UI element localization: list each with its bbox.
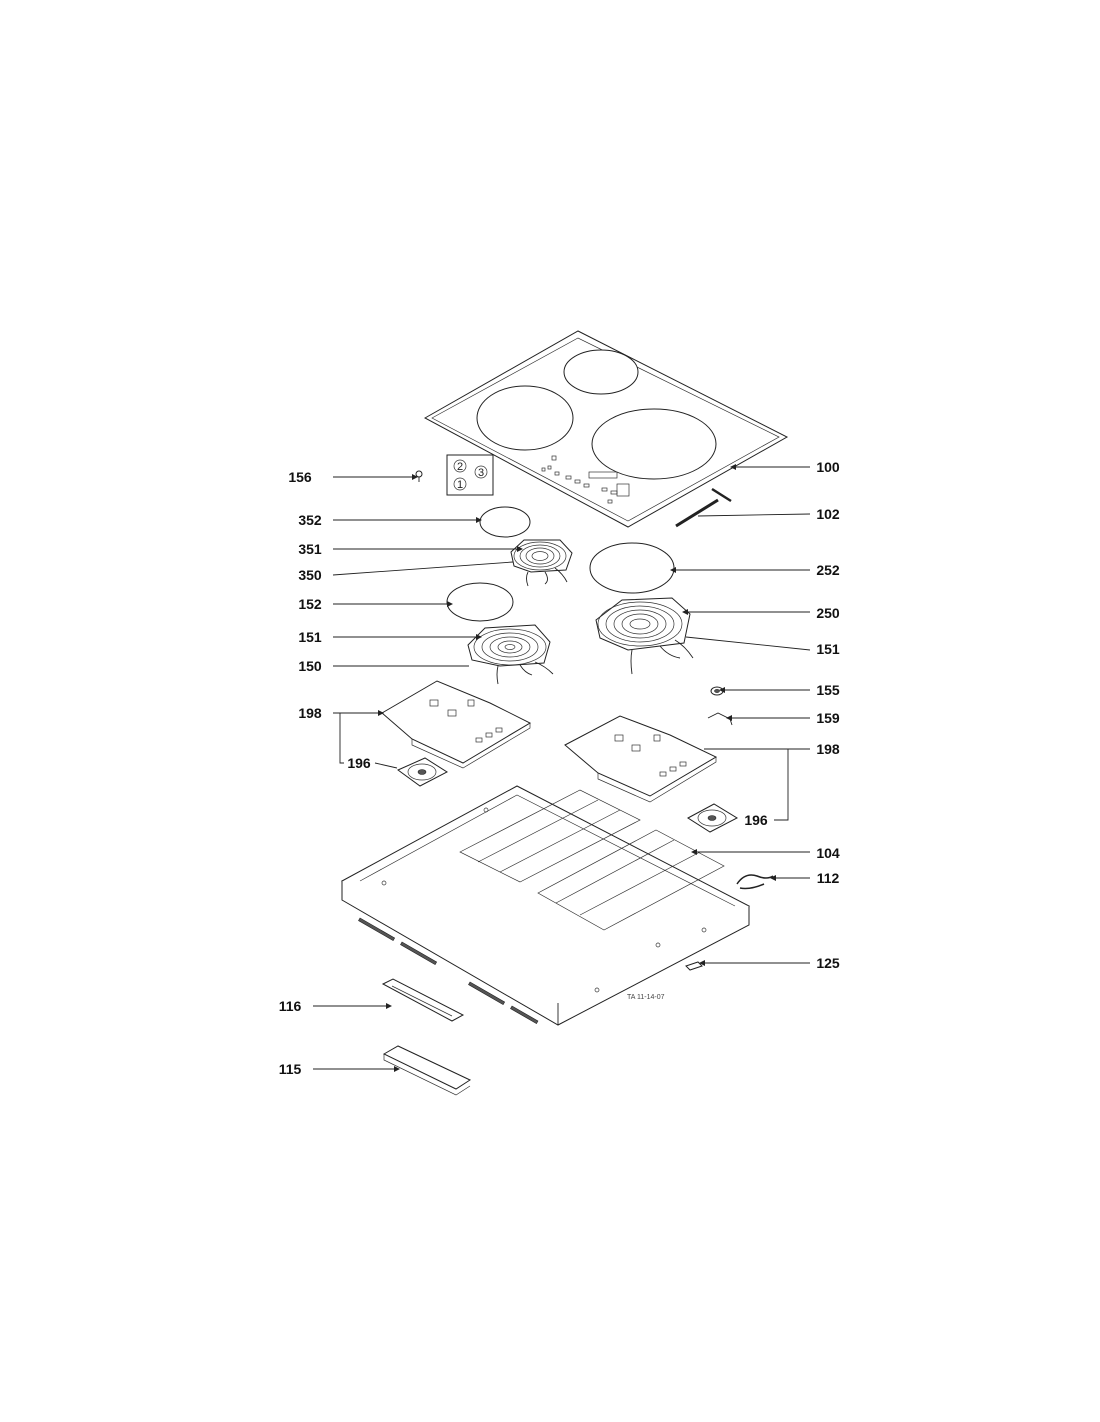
screw-part bbox=[415, 470, 423, 482]
callout-198-right: 198 bbox=[816, 741, 840, 757]
gasket-ring-252 bbox=[589, 542, 675, 594]
callout-102: 102 bbox=[816, 506, 840, 522]
gasket-ring-152 bbox=[446, 582, 514, 622]
callout-125: 125 bbox=[816, 955, 840, 971]
callout-196-right: 196 bbox=[744, 812, 768, 828]
induction-coil-250 bbox=[595, 597, 694, 675]
callout-196-left: 196 bbox=[347, 755, 371, 771]
callout-352: 352 bbox=[298, 512, 322, 528]
callout-198-left: 198 bbox=[298, 705, 322, 721]
callout-104: 104 bbox=[816, 845, 840, 861]
drawing-code: TA 11-14-07 bbox=[627, 994, 665, 1001]
grommet-part bbox=[710, 686, 724, 696]
gasket-ring-352 bbox=[479, 506, 531, 538]
arrowheads bbox=[378, 464, 776, 1072]
callout-155: 155 bbox=[816, 682, 840, 698]
mounting-clip-part bbox=[685, 961, 703, 971]
callout-116: 116 bbox=[279, 998, 302, 1014]
callout-151-left: 151 bbox=[298, 629, 322, 645]
callout-150: 150 bbox=[298, 658, 322, 674]
callout-252: 252 bbox=[816, 562, 840, 578]
callout-250: 250 bbox=[816, 605, 840, 621]
touch-control-board bbox=[381, 978, 465, 1022]
control-board-housing bbox=[382, 1045, 472, 1096]
induction-coil-150 bbox=[467, 624, 554, 685]
cooktop-glass-top bbox=[423, 330, 789, 528]
zone-label-2: 2 bbox=[457, 461, 463, 473]
housing-tray bbox=[340, 785, 751, 1026]
zone-label-3: 3 bbox=[478, 467, 484, 479]
callout-100: 100 bbox=[816, 459, 840, 475]
zone-label-1: 1 bbox=[457, 479, 463, 491]
generator-board-right bbox=[564, 715, 718, 803]
cooling-fan-left bbox=[397, 757, 449, 787]
cooking-zone-legend: 2 3 1 bbox=[446, 454, 494, 496]
callout-156: 156 bbox=[288, 469, 312, 485]
callout-115: 115 bbox=[279, 1061, 302, 1077]
leader-lines bbox=[313, 466, 811, 1070]
callout-151-right: 151 bbox=[816, 641, 840, 657]
control-panel-marks bbox=[541, 455, 630, 504]
callout-112: 112 bbox=[817, 870, 840, 886]
generator-board-left bbox=[381, 680, 532, 769]
callout-152: 152 bbox=[298, 596, 322, 612]
callout-labels: 156 352 351 350 152 151 150 198 196 116 … bbox=[279, 459, 840, 1077]
callout-351: 351 bbox=[298, 541, 322, 557]
callout-159: 159 bbox=[816, 710, 840, 726]
callout-350: 350 bbox=[298, 567, 322, 583]
induction-coil-350 bbox=[510, 539, 573, 587]
seal-strip-part bbox=[675, 487, 732, 528]
bracket-part bbox=[707, 712, 733, 726]
cooling-fan-right bbox=[687, 803, 739, 833]
power-cable-part bbox=[736, 874, 774, 890]
